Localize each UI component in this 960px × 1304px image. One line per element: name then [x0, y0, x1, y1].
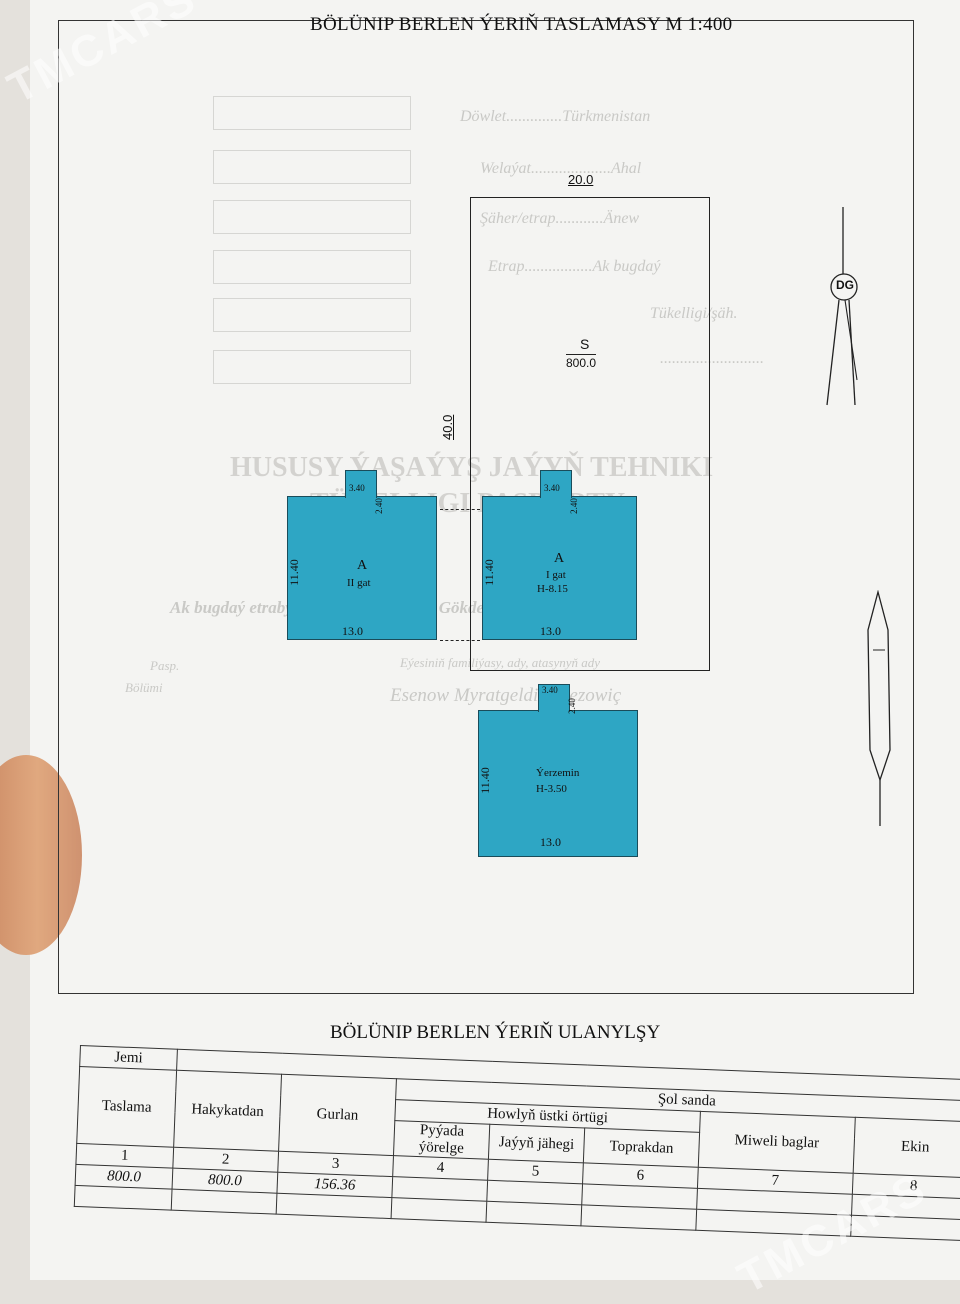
building-body [482, 496, 637, 640]
ghost-box [213, 298, 411, 332]
stub-width: 3.40 [544, 483, 560, 493]
header-jayyn: Jaýyň jähegi [488, 1124, 585, 1163]
header-miweli: Miweli baglar [698, 1111, 856, 1174]
ghost-row: Tükelligi/şäh. [650, 305, 738, 322]
building-floor2: 3.40 2.40 A II gat 11.40 13.0 [286, 470, 437, 640]
stub-depth: 2.40 [566, 698, 577, 714]
ghost-row: Etrap.................Ak bugdaý [488, 258, 661, 275]
ghost-box [213, 96, 411, 130]
building-depth: 11.40 [286, 559, 301, 586]
building-stub [538, 684, 570, 712]
value-empty [74, 1185, 173, 1211]
stub-depth: 2.40 [373, 498, 384, 514]
area-symbol: S [580, 336, 590, 352]
stub-depth: 2.40 [568, 498, 579, 514]
ghost-heading: HUSUSY ÝAŞAÝYŞ JAÝYŇ TEHNIKI [230, 452, 714, 483]
building-floor: Ýerzemin [536, 767, 580, 779]
value-empty [171, 1189, 277, 1215]
building-floor1: 3.40 2.40 A I gat H-8.15 11.40 13.0 [481, 470, 637, 640]
section-title: BÖLÜNIP BERLEN ÝERIŇ ULANYLŞY [330, 1022, 661, 1043]
ghost-col: Bölümi [125, 680, 163, 695]
alignment-line [440, 509, 480, 510]
plot-outline [470, 197, 710, 671]
plot-depth-label: 40.0 [440, 414, 455, 440]
ghost-row: Welaýat....................Ahal [480, 160, 642, 177]
building-width: 13.0 [342, 624, 363, 638]
ghost-box [213, 250, 411, 284]
header-hakykatdan: Hakykatdan [173, 1070, 282, 1152]
plot-width-label: 20.0 [568, 172, 594, 187]
ghost-box [213, 150, 411, 184]
value-empty [485, 1201, 582, 1226]
header-gurlan: Gurlan [278, 1074, 397, 1156]
value-empty [580, 1204, 697, 1231]
header-toprakdan: Toprakdan [583, 1127, 700, 1168]
building-body [478, 710, 638, 857]
building-stub [345, 470, 377, 498]
building-floor: I gat [546, 569, 566, 581]
building-letter: A [357, 558, 368, 573]
stub-width: 3.40 [542, 685, 558, 695]
building-floor: II gat [347, 577, 371, 589]
ghost-row: Şäher/etrap............Änew [480, 210, 640, 227]
building-stub [540, 470, 572, 498]
header-pyyada: Pyýada ýörelge [393, 1120, 490, 1160]
building-body [287, 496, 437, 640]
building-width: 13.0 [540, 624, 561, 638]
page-title: BÖLÜNIP BERLEN ÝERIŇ TASLAMASY M 1:400 [310, 14, 733, 35]
ghost-caption: Eýesiniň familiýasy, ady, atasynyň ady [400, 655, 601, 670]
ghost-col: Pasp. [150, 658, 180, 673]
drawing-frame [58, 20, 914, 994]
stub-width: 3.40 [349, 483, 365, 493]
ghost-row: .......................... [660, 350, 764, 367]
value-empty [276, 1193, 392, 1219]
area-value: 800.0 [566, 354, 597, 370]
building-basement: 3.40 2.40 Ýerzemin H-3.50 11.40 13.0 [477, 684, 638, 857]
building-depth: 11.40 [477, 767, 492, 794]
header-taslama: Taslama [76, 1066, 177, 1148]
alignment-line [440, 640, 480, 641]
building-letter: A [554, 551, 565, 566]
value-empty [391, 1197, 487, 1223]
compass-label: DG [836, 278, 854, 292]
ghost-box [213, 350, 411, 384]
building-height: H-8.15 [537, 583, 568, 595]
building-height: H-3.50 [536, 783, 567, 795]
building-width: 13.0 [540, 835, 561, 849]
document-page [30, 0, 960, 1280]
compass-arrow-icon [826, 207, 858, 406]
ghost-row: Döwlet..............Türkmenistan [460, 108, 651, 125]
building-depth: 11.40 [481, 559, 496, 586]
road-symbol-icon [867, 590, 891, 826]
ghost-box [213, 200, 411, 234]
